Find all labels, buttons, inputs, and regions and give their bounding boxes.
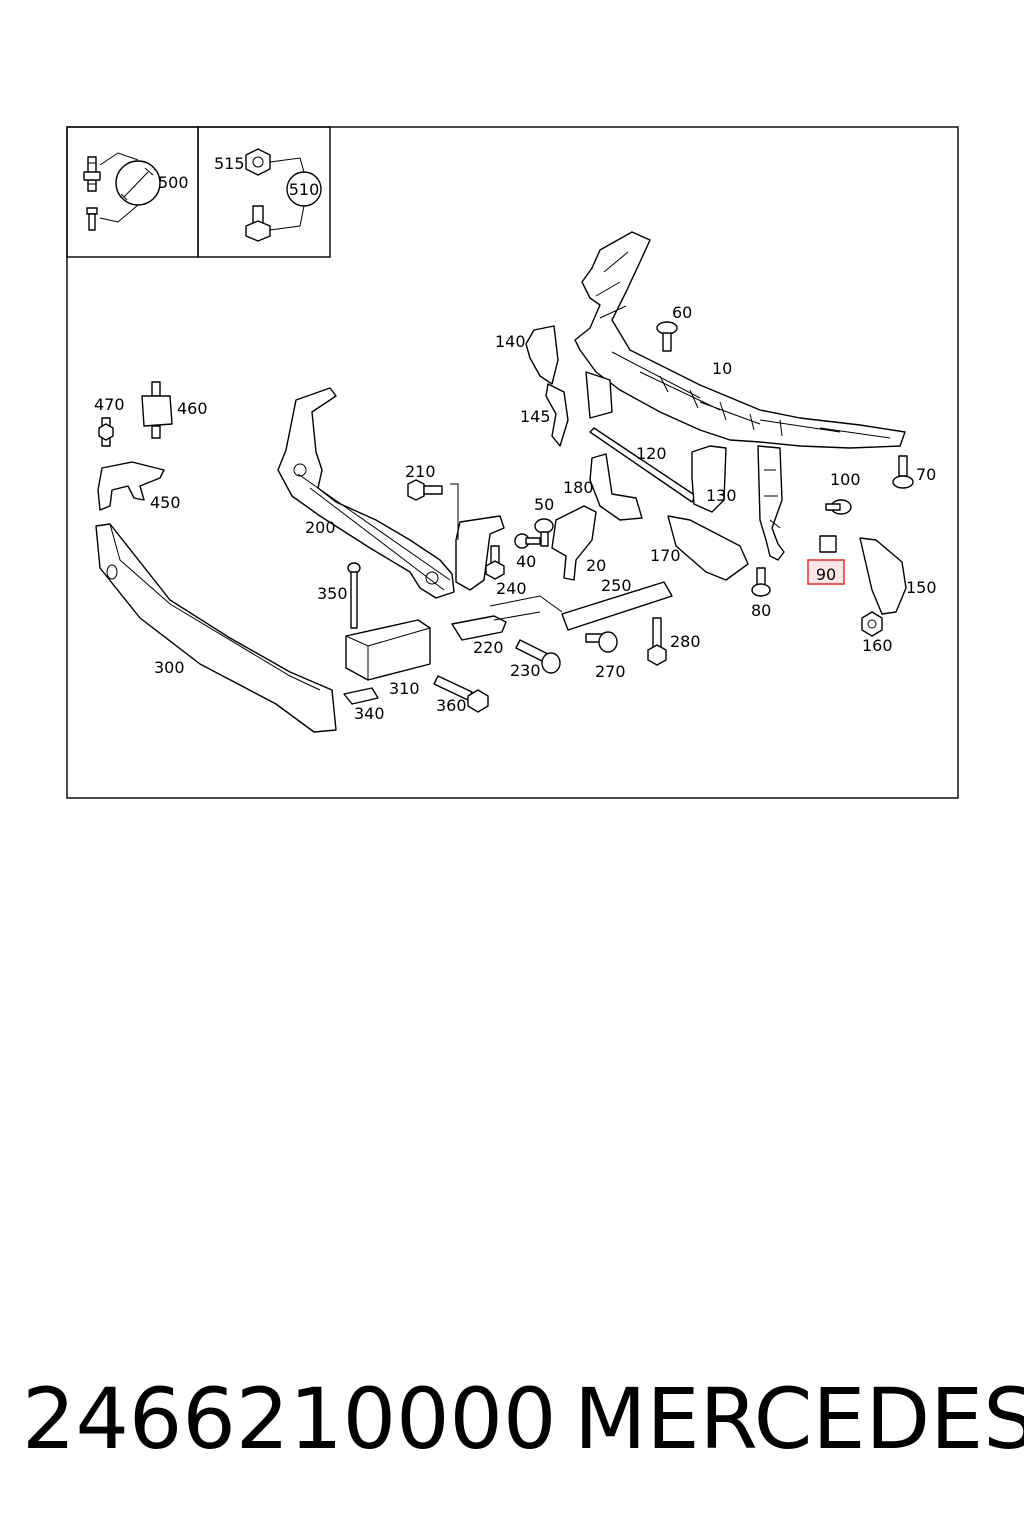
label-100: 100 (830, 470, 861, 489)
label-70: 70 (916, 465, 936, 484)
label-450: 450 (150, 493, 181, 512)
part-70-stud (892, 455, 914, 489)
part-460-buffer (141, 381, 173, 439)
label-150: 150 (906, 578, 937, 597)
part-300-bumper-beam (95, 523, 337, 733)
part-240-bracket (455, 515, 505, 591)
part-220-plate (451, 615, 507, 641)
part-number: 2466210000 (22, 1370, 557, 1468)
diagram-frame (66, 126, 959, 799)
label-250: 250 (601, 576, 632, 595)
part-40-screw (514, 533, 541, 549)
label-145: 145 (520, 407, 551, 426)
part-470-bolt (98, 417, 114, 447)
part-340-plate (343, 687, 379, 705)
part-100-screw (825, 499, 852, 515)
label-300: 300 (154, 658, 185, 677)
label-240: 240 (496, 579, 527, 598)
label-140: 140 (495, 332, 526, 351)
part-210-screw (407, 479, 443, 501)
part-145-bracket (545, 383, 569, 447)
part-450-bracket (97, 461, 165, 511)
label-515: 515 (214, 154, 245, 173)
label-510: 510 (289, 180, 320, 199)
part-250-bar (561, 581, 673, 631)
label-280: 280 (670, 632, 701, 651)
part-160-nut (861, 611, 883, 637)
part-350-bolt (347, 562, 361, 629)
part-170-deflector (667, 515, 749, 581)
part-150-air-duct (859, 537, 907, 615)
label-120: 120 (636, 444, 667, 463)
nut-bolt-set-510 (245, 148, 322, 242)
brand-name: MERCEDES (574, 1370, 1024, 1468)
label-360: 360 (436, 696, 467, 715)
label-270: 270 (595, 662, 626, 681)
part-140-bracket (525, 325, 559, 385)
label-470: 470 (94, 395, 125, 414)
label-160: 160 (862, 636, 893, 655)
label-90: 90 (816, 565, 836, 584)
highlight-box-90 (807, 559, 845, 585)
label-80: 80 (751, 601, 771, 620)
label-230: 230 (510, 661, 541, 680)
part-230-bolt (515, 639, 561, 674)
label-200: 200 (305, 518, 336, 537)
part-90-clip (819, 535, 837, 553)
part-60-screw (656, 321, 678, 352)
leader-lines (450, 483, 563, 621)
part-310-crash-box (345, 619, 431, 681)
part-240-bolt (485, 545, 505, 580)
part-360-bolt (433, 675, 489, 713)
inset-box-510 (197, 126, 331, 258)
part-280-bolt (647, 617, 667, 666)
part-180-bracket (589, 453, 643, 521)
part-20-bracket (551, 505, 597, 581)
part-130-bracket (691, 445, 727, 513)
label-340: 340 (354, 704, 385, 723)
part-200-lower-carrier (277, 387, 455, 599)
label-180: 180 (563, 478, 594, 497)
label-170: 170 (650, 546, 681, 565)
label-20: 20 (586, 556, 606, 575)
label-310: 310 (389, 679, 420, 698)
bolt-set-500 (83, 152, 161, 231)
label-50: 50 (534, 495, 554, 514)
label-130: 130 (706, 486, 737, 505)
label-210: 210 (405, 462, 436, 481)
label-60: 60 (672, 303, 692, 322)
label-40: 40 (516, 552, 536, 571)
label-10: 10 (712, 359, 732, 378)
label-460: 460 (177, 399, 208, 418)
part-10-upper-carrier (574, 231, 906, 561)
label-500: 500 (158, 173, 189, 192)
part-270-bolt (585, 631, 618, 653)
part-50-screw (534, 518, 554, 547)
label-220: 220 (473, 638, 504, 657)
label-350: 350 (317, 584, 348, 603)
part-80-screw (751, 567, 771, 597)
